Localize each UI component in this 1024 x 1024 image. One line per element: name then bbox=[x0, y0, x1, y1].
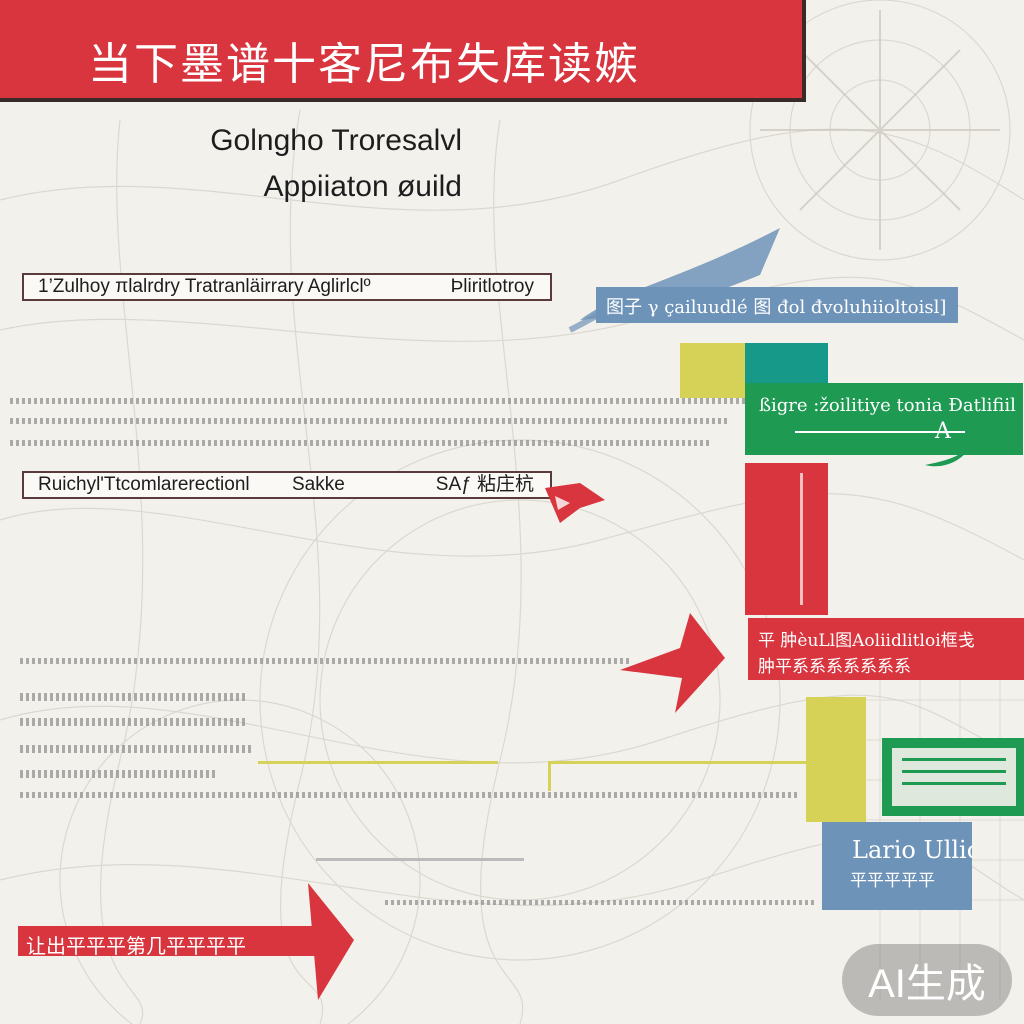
dotted-rule bbox=[10, 398, 745, 404]
teal-block bbox=[745, 343, 828, 383]
green-panel-underline bbox=[795, 431, 965, 433]
green-swoosh bbox=[925, 440, 975, 467]
ai-generated-watermark: AI生成 bbox=[842, 944, 1012, 1016]
red-panel-divider bbox=[800, 473, 803, 605]
dotted-rule bbox=[10, 440, 710, 446]
yellow-connector-line bbox=[548, 761, 551, 791]
yellow-connector-line bbox=[258, 761, 498, 764]
green-panel-mid: ßigre :žoilitiye tonia Đatlifiil A bbox=[745, 383, 1023, 455]
gray-connector-line bbox=[316, 858, 524, 861]
text-line bbox=[20, 693, 245, 701]
red-arrow-icon bbox=[620, 613, 725, 713]
yellow-connector-line bbox=[548, 761, 810, 764]
label-box-2-right-text: SAƒ 粘庄杭 bbox=[435, 474, 534, 495]
red-panel-mid: 平 肿èuLl图Aoliidlitloi框戋 肿平系系系系系系系 bbox=[748, 618, 1024, 680]
bottom-arrow-label: 让出平平平第几平平平平 bbox=[26, 934, 246, 958]
label-box-2: Ruichyl'Ttcomlarerectionl Sakke SAƒ 粘庄杭 bbox=[22, 471, 552, 499]
yellow-block-lower bbox=[806, 697, 866, 822]
title-banner: 当下墨谱十客尼布失库读嫉 bbox=[0, 0, 806, 102]
red-panel-mid-line2: 肿平系系系系系系系 bbox=[758, 657, 911, 677]
red-flag-icon bbox=[545, 483, 605, 523]
dotted-rule bbox=[10, 418, 730, 424]
bottom-red-arrow bbox=[18, 883, 354, 1000]
blue-panel-top-text: 图子 γ çailuudlé 图 đol đvoluhiioltoisl] bbox=[606, 297, 947, 318]
label-box-1-left-text: 1’Zulhoy πlalrdry Tratranläirrary Aglirl… bbox=[38, 276, 371, 297]
green-panel-lower-inner bbox=[892, 748, 1016, 806]
text-line bbox=[20, 792, 800, 798]
blue-panel-bottom: Lario Ullio 平平平平平 bbox=[822, 822, 972, 910]
blue-panel-bottom-line2: 平平平平平 bbox=[850, 871, 935, 891]
blue-panel-bottom-line1: Lario Ullio bbox=[852, 836, 972, 864]
dotted-rule bbox=[20, 658, 630, 664]
green-panel-mid-subtext: A bbox=[935, 419, 951, 444]
subtitle-line-1: Golngho Troresalvl bbox=[210, 124, 462, 157]
text-line bbox=[385, 900, 815, 905]
blue-swoosh-arrow bbox=[568, 228, 780, 333]
red-vertical-panel bbox=[745, 463, 828, 615]
red-panel-mid-line1: 平 肿èuLl图Aoliidlitloi框戋 bbox=[758, 631, 975, 651]
label-box-1-right-text: Þliritlotroy bbox=[450, 276, 534, 297]
label-box-2-middle-text: Sakke bbox=[292, 474, 345, 495]
green-panel-mid-text: ßigre :žoilitiye tonia Đatlifiil bbox=[759, 395, 1016, 416]
subtitle-line-2: Appiiaton øuild bbox=[263, 170, 462, 203]
label-box-1: 1’Zulhoy πlalrdry Tratranläirrary Aglirl… bbox=[22, 273, 552, 301]
text-line bbox=[20, 718, 245, 726]
page-title: 当下墨谱十客尼布失库读嫉 bbox=[88, 39, 640, 90]
blue-panel-top: 图子 γ çailuudlé 图 đol đvoluhiioltoisl] bbox=[596, 287, 958, 323]
text-line bbox=[20, 770, 215, 778]
label-box-2-left-text: Ruichyl'Ttcomlarerectionl bbox=[38, 474, 250, 495]
green-panel-lower bbox=[882, 738, 1024, 816]
yellow-block bbox=[680, 343, 748, 398]
text-line bbox=[20, 745, 252, 753]
